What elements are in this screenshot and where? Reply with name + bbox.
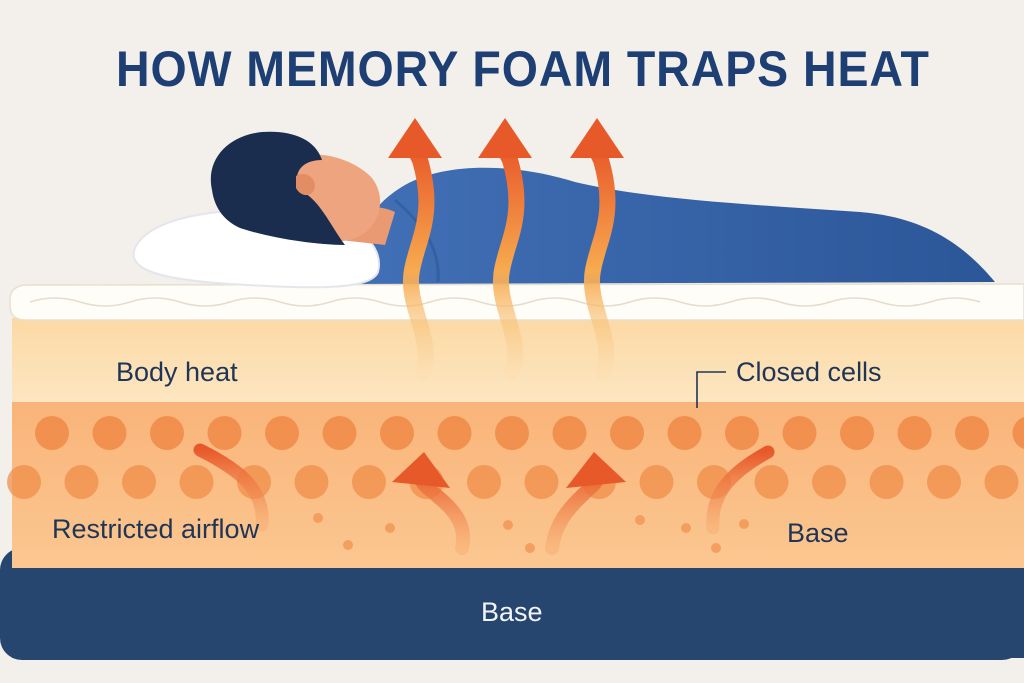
foam-cell (525, 543, 535, 553)
foam-cell (524, 465, 559, 499)
foam-cell (739, 519, 749, 529)
foam-cell (437, 416, 472, 450)
foam-cell (984, 465, 1019, 499)
blanket-fold (394, 198, 440, 283)
foam-cell (1012, 416, 1024, 450)
foam-cell (265, 416, 299, 450)
foam-cell (639, 465, 674, 499)
foam-cell (610, 416, 644, 450)
foam-cell (122, 465, 156, 499)
base-label-bottom: Base (481, 597, 543, 627)
airflow-curve (706, 445, 775, 535)
foam-cell (840, 416, 874, 450)
closed-cells (7, 416, 1024, 553)
foam-cell (352, 465, 386, 499)
foam-cell (955, 416, 989, 450)
foam-cell (711, 543, 721, 553)
foam-cell (179, 465, 214, 499)
ear (296, 173, 315, 196)
foam-cell (207, 416, 242, 450)
body-heat-label: Body heat (116, 357, 238, 387)
foam-cell (385, 523, 395, 533)
heat-arrow-head (478, 118, 532, 158)
heat-waves (388, 118, 624, 380)
mattress-cover (9, 283, 1024, 321)
foam-cell (869, 465, 904, 499)
foam-cell (92, 416, 127, 450)
foam-cell (150, 416, 184, 450)
base-top-edge (12, 562, 1024, 658)
closed-cells-leader (696, 371, 726, 408)
foam-cell (294, 465, 329, 499)
heat-arrow-head (388, 118, 442, 158)
foam-cell (322, 416, 357, 450)
foam-cell (725, 416, 759, 450)
hair (210, 131, 345, 245)
foam-cell (503, 520, 513, 530)
blanket (354, 167, 995, 284)
foam-cell (754, 465, 789, 499)
foam-cell (313, 513, 323, 523)
closed-cells-label: Closed cells (736, 357, 882, 387)
foam-cell (380, 416, 414, 450)
foam-cell (343, 540, 353, 550)
airflow-arrow-head (566, 452, 626, 488)
heat-wave-arrow (402, 140, 435, 380)
foam-cell (35, 416, 69, 450)
heat-wave-arrow (492, 140, 525, 380)
foam-cell (467, 465, 501, 499)
foam-cell (7, 465, 41, 499)
foam-cell (897, 416, 932, 450)
foam-cell (552, 416, 587, 450)
foam-cell (64, 465, 99, 499)
airflow-arrows (193, 443, 775, 555)
foam-cell (681, 523, 691, 533)
heat-arrow-head (570, 118, 624, 158)
foam-cell (782, 416, 817, 450)
airflow-arrow-head (392, 452, 450, 488)
foam-cell (812, 465, 846, 499)
foam-cell (667, 416, 702, 450)
base-label-right: Base (787, 518, 849, 548)
restricted-airflow-label: Restricted airflow (52, 514, 260, 544)
foam-cell (927, 465, 961, 499)
foam-cell (495, 416, 529, 450)
airflow-curve (193, 443, 269, 532)
diagram-title: HOW MEMORY FOAM TRAPS HEAT (116, 41, 930, 97)
foam-cell (635, 515, 645, 525)
heat-wave-arrow (583, 140, 616, 380)
